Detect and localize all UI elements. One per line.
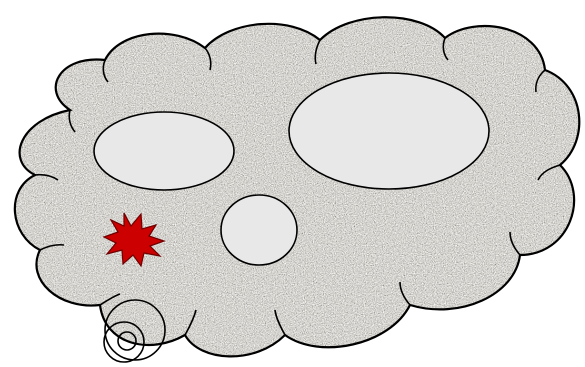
center-small-oval [220, 194, 298, 266]
cloud-crease [535, 69, 546, 93]
cloud-crease [204, 47, 212, 71]
cloud-outline [13, 16, 581, 358]
cloud-crease [99, 293, 121, 306]
cloud-crease [274, 309, 286, 336]
tail-ring-middle [103, 321, 145, 363]
cloud-crease [68, 109, 76, 133]
cloud-crease [399, 281, 411, 306]
right-oval [288, 72, 490, 190]
cloud-crease [442, 37, 449, 61]
cloud-crease [509, 231, 521, 256]
tail-ring-outer [104, 299, 166, 361]
cloud-crease [34, 173, 59, 181]
cloud-crease [184, 309, 197, 336]
red-starburst [102, 212, 166, 268]
left-oval [93, 111, 235, 191]
cloud-crease [314, 39, 321, 65]
cloud-crease [537, 164, 561, 181]
cloud-crease [39, 243, 65, 251]
cloud-crease [102, 59, 109, 83]
thought-tail [103, 299, 166, 363]
tail-ring-inner [117, 331, 137, 351]
